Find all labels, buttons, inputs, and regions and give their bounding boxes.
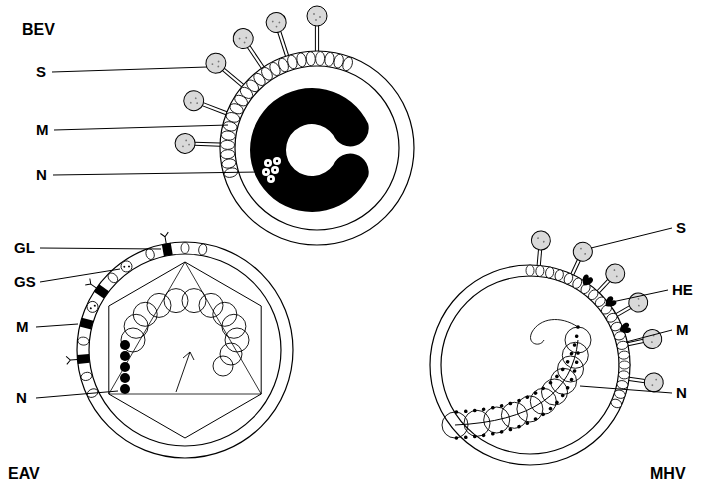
arterivirus-virion [36, 232, 293, 458]
part-label: S [676, 220, 686, 237]
leader-line [36, 248, 161, 398]
torovirus-virion [52, 6, 414, 245]
part-label: M [676, 322, 689, 339]
virus-name: MHV [650, 465, 686, 483]
leader-line [52, 67, 259, 175]
part-label: N [16, 390, 27, 407]
virus-name: EAV [8, 465, 40, 483]
part-label: M [16, 319, 29, 336]
part-label: S [36, 64, 46, 81]
part-label: M [36, 122, 49, 139]
part-label: N [36, 167, 47, 184]
part-label: GL [14, 240, 35, 257]
virus-name: BEV [22, 21, 55, 39]
part-label: N [676, 385, 687, 402]
part-label: HE [672, 282, 693, 299]
coronavirus-virion [430, 228, 672, 465]
leader-line [580, 228, 672, 393]
part-label: GS [14, 274, 36, 291]
